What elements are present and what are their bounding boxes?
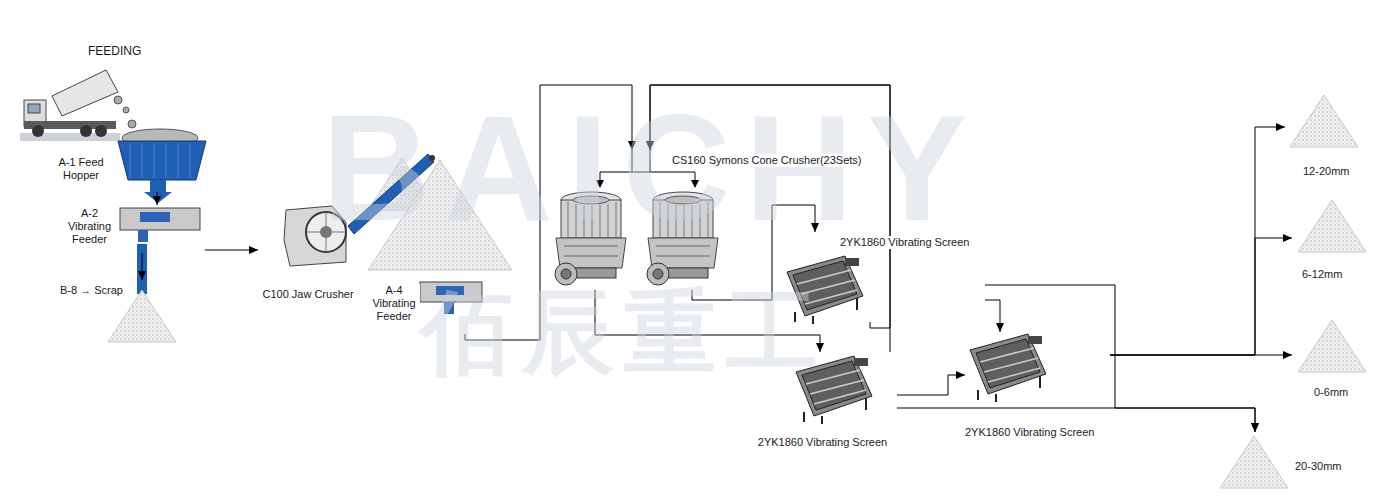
product-pile: 12-20mm xyxy=(1285,95,1375,180)
equipment-label: 20-30mm xyxy=(1295,460,1341,473)
flow-connector xyxy=(985,285,1255,432)
equipment-label: A-4 Vibrating Feeder xyxy=(368,284,420,323)
equipment-label: C100 Jaw Crusher xyxy=(258,288,358,301)
flow-connector xyxy=(985,300,1000,332)
flow-connector xyxy=(1110,238,1292,355)
equipment-label: B-8 → Scrap xyxy=(60,284,123,297)
equipment-label: 0-6mm xyxy=(1314,386,1348,399)
flow-connector xyxy=(897,375,965,395)
vibrating-feeder: A-2 Vibrating Feeder xyxy=(62,205,205,253)
flow-connector xyxy=(142,253,143,280)
watermark: 佰辰重工 xyxy=(420,282,828,382)
equipment-label: 2YK1860 Vibrating Screen xyxy=(750,436,895,449)
equipment-label: CS160 Symons Cone Crusher(23Sets) xyxy=(672,154,862,167)
equipment-label: A-2 Vibrating Feeder xyxy=(62,207,117,246)
feed-hopper: A-1 Feed Hopper xyxy=(48,140,210,192)
product-pile: 6-12mm xyxy=(1292,198,1377,283)
vibrating-screen: 2YK1860 Vibrating Screen xyxy=(965,332,1110,441)
title-label: FEEDING xyxy=(88,44,141,58)
watermark: BAICHY xyxy=(322,88,981,248)
flow-connector xyxy=(1110,127,1285,355)
scrap-pile: B-8 → Scrap xyxy=(55,280,180,337)
flow-connector xyxy=(205,250,258,251)
product-pile: 20-30mm xyxy=(1215,432,1355,487)
flow-connector xyxy=(157,192,158,205)
equipment-label: 12-20mm xyxy=(1303,165,1349,178)
equipment-label: 6-12mm xyxy=(1302,268,1342,281)
equipment-label: A-1 Feed Hopper xyxy=(48,156,114,182)
flow-connector xyxy=(1110,355,1292,356)
equipment-label: 2YK1860 Vibrating Screen xyxy=(840,236,969,249)
product-pile: 0-6mm xyxy=(1292,318,1372,403)
equipment-label: 2YK1860 Vibrating Screen xyxy=(965,426,1094,439)
